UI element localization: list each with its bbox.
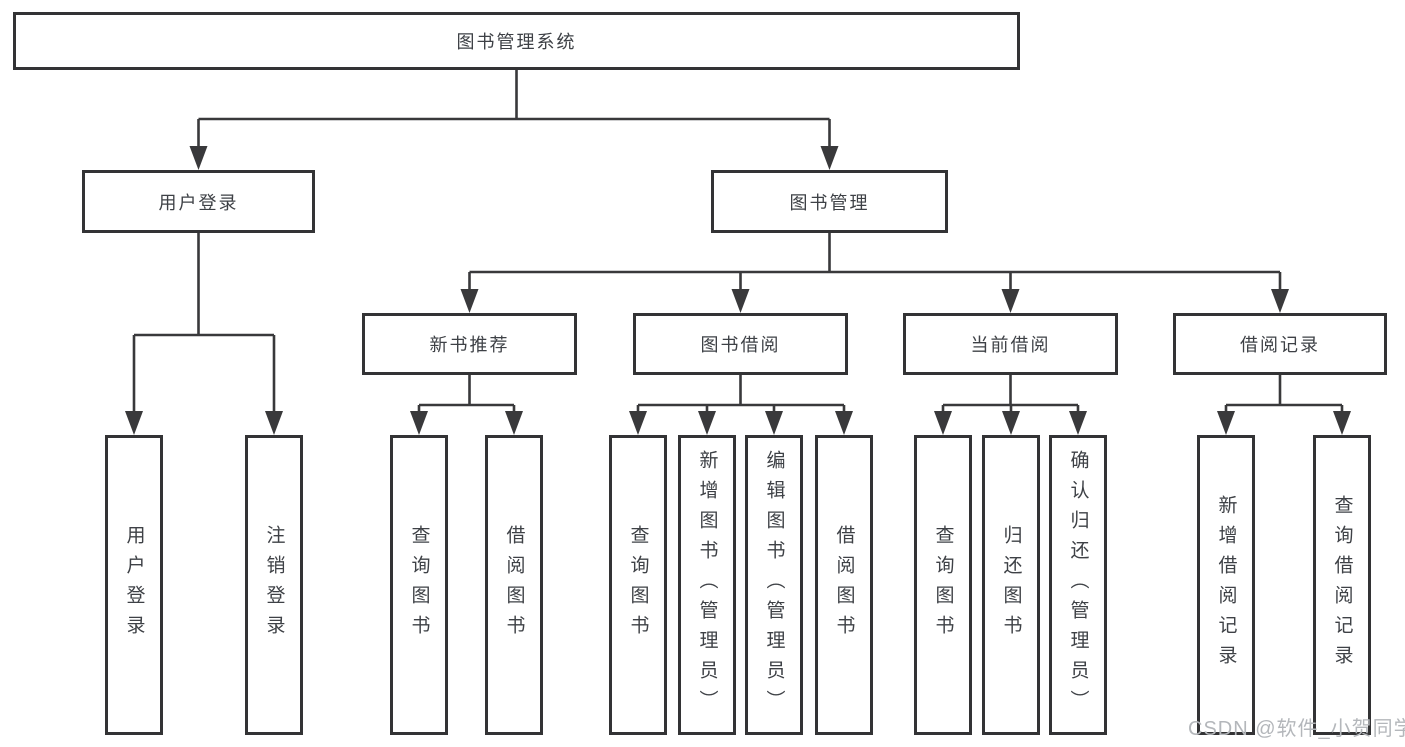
arrow-down-icon bbox=[934, 411, 952, 435]
arrow-down-icon bbox=[125, 411, 143, 435]
node-borrow-records: 借阅记录 bbox=[1173, 313, 1387, 375]
leaf-borrow-add-books-admin: 新增图书（管理员） bbox=[678, 435, 736, 735]
leaf-current-confirm-return-admin: 确认归还（管理员） bbox=[1049, 435, 1107, 735]
leaf-borrow-edit-books-admin: 编辑图书（管理员） bbox=[745, 435, 803, 735]
node-user-login: 用户登录 bbox=[82, 170, 315, 233]
leaf-recommend-borrow-books-label: 借阅图书 bbox=[503, 525, 525, 645]
leaf-records-query-record-label: 查询借阅记录 bbox=[1331, 495, 1353, 675]
leaf-borrow-query-books-label: 查询图书 bbox=[627, 525, 649, 645]
arrow-down-icon bbox=[505, 411, 523, 435]
leaf-borrow-query-books: 查询图书 bbox=[609, 435, 667, 735]
leaf-records-add-record: 新增借阅记录 bbox=[1197, 435, 1255, 735]
leaf-recommend-query-books: 查询图书 bbox=[390, 435, 448, 735]
node-current-borrow: 当前借阅 bbox=[903, 313, 1118, 375]
arrow-down-icon bbox=[835, 411, 853, 435]
node-new-book-recommend: 新书推荐 bbox=[362, 313, 577, 375]
connectors-current-to-leaves bbox=[934, 375, 1087, 435]
leaf-user-login-label: 用户登录 bbox=[123, 525, 145, 645]
leaf-borrow-borrow-books: 借阅图书 bbox=[815, 435, 873, 735]
node-book-borrow: 图书借阅 bbox=[633, 313, 848, 375]
leaf-records-query-record: 查询借阅记录 bbox=[1313, 435, 1371, 735]
leaf-logout: 注销登录 bbox=[245, 435, 303, 735]
leaf-current-confirm-return-admin-label: 确认归还（管理员） bbox=[1067, 450, 1089, 720]
leaf-logout-label: 注销登录 bbox=[263, 525, 285, 645]
node-book-management-label: 图书管理 bbox=[789, 192, 870, 213]
connectors-login-to-leaves bbox=[125, 233, 283, 435]
leaf-current-return-books-label: 归还图书 bbox=[1000, 525, 1022, 645]
arrow-down-icon bbox=[1217, 411, 1235, 435]
leaf-borrow-edit-books-admin-label: 编辑图书（管理员） bbox=[763, 450, 785, 720]
connectors-recommend-to-leaves bbox=[410, 375, 523, 435]
leaf-borrow-borrow-books-label: 借阅图书 bbox=[833, 525, 855, 645]
arrow-down-icon bbox=[1069, 411, 1087, 435]
connectors-records-to-leaves bbox=[1217, 375, 1351, 435]
leaf-records-add-record-label: 新增借阅记录 bbox=[1215, 495, 1237, 675]
node-user-login-label: 用户登录 bbox=[158, 192, 239, 213]
connectors-borrow-to-leaves bbox=[629, 375, 853, 435]
arrow-down-icon bbox=[629, 411, 647, 435]
arrow-down-icon bbox=[698, 411, 716, 435]
arrow-down-icon bbox=[460, 289, 479, 313]
node-book-management: 图书管理 bbox=[711, 170, 948, 233]
arrow-down-icon bbox=[820, 146, 839, 170]
node-book-borrow-label: 图书借阅 bbox=[700, 335, 781, 355]
leaf-recommend-query-books-label: 查询图书 bbox=[408, 525, 430, 645]
connectors-management-to-level3 bbox=[460, 233, 1289, 313]
node-current-borrow-label: 当前借阅 bbox=[970, 335, 1051, 355]
arrow-down-icon bbox=[189, 146, 208, 170]
arrow-down-icon bbox=[731, 289, 750, 313]
node-new-book-recommend-label: 新书推荐 bbox=[429, 335, 510, 355]
leaf-user-login: 用户登录 bbox=[105, 435, 163, 735]
node-root: 图书管理系统 bbox=[13, 12, 1020, 70]
leaf-current-query-books: 查询图书 bbox=[914, 435, 972, 735]
node-root-label: 图书管理系统 bbox=[456, 32, 577, 52]
csdn-watermark: CSDN @软件_小贺同学 bbox=[1188, 718, 1405, 740]
leaf-borrow-add-books-admin-label: 新增图书（管理员） bbox=[696, 450, 718, 720]
arrow-down-icon bbox=[410, 411, 428, 435]
node-borrow-records-label: 借阅记录 bbox=[1240, 335, 1320, 355]
arrow-down-icon bbox=[1002, 411, 1020, 435]
leaf-current-return-books: 归还图书 bbox=[982, 435, 1040, 735]
arrow-down-icon bbox=[265, 411, 283, 435]
connectors-root-to-level2 bbox=[189, 70, 839, 170]
arrow-down-icon bbox=[765, 411, 783, 435]
leaf-recommend-borrow-books: 借阅图书 bbox=[485, 435, 543, 735]
leaf-current-query-books-label: 查询图书 bbox=[932, 525, 954, 645]
arrow-down-icon bbox=[1333, 411, 1351, 435]
arrow-down-icon bbox=[1271, 289, 1289, 313]
arrow-down-icon bbox=[1001, 289, 1020, 313]
